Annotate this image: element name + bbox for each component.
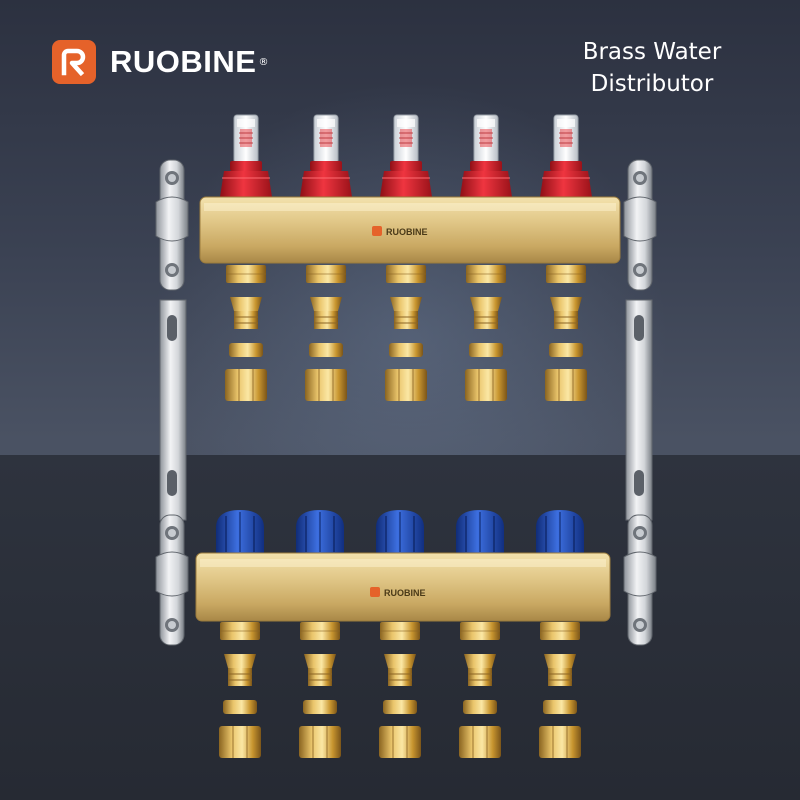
bottom-brass-bar xyxy=(195,552,611,622)
headline-line-2: Distributor xyxy=(590,71,714,97)
top-fittings xyxy=(224,264,588,402)
brand-name: RUOBINE xyxy=(110,44,257,79)
headline-line-1: Brass Water xyxy=(582,39,722,65)
left-bracket xyxy=(155,159,189,646)
top-flowmeters xyxy=(219,114,593,198)
bottom-bar-logo-text: RUOBINE xyxy=(384,588,426,598)
top-brass-bar xyxy=(199,196,621,264)
product-headline: Brass Water Distributor xyxy=(552,36,752,100)
brand-logo: RUOBINE ® xyxy=(52,40,268,84)
registered-mark: ® xyxy=(258,56,269,68)
top-bar-logo-text: RUOBINE xyxy=(386,227,428,237)
brand-logo-icon xyxy=(52,40,96,84)
bottom-fittings xyxy=(218,621,582,759)
right-bracket xyxy=(623,159,657,646)
bottom-blue-caps xyxy=(215,509,585,555)
